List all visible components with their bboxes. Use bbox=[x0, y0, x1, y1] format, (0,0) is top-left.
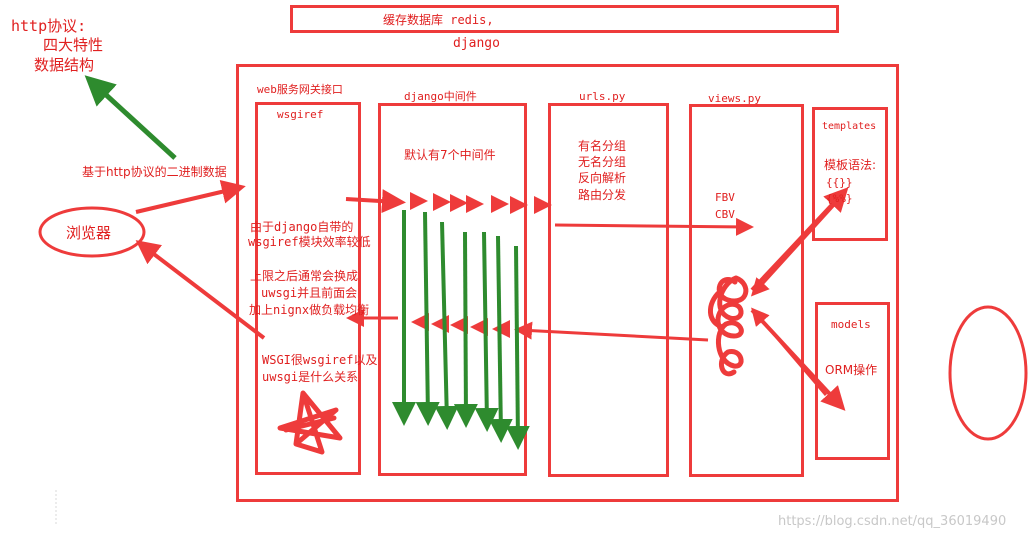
top-note-line2: django bbox=[453, 36, 500, 51]
wsgi-note3-line1: WSGI很wsgiref以及 bbox=[262, 353, 378, 367]
top-note-line1: 缓存数据库 redis, bbox=[383, 13, 494, 27]
wsgi-note2-line3: 加上nignx做负载均衡 bbox=[249, 303, 370, 317]
urls-line-1: 无名分组 bbox=[578, 155, 627, 169]
templates-syntax-1: {{}} bbox=[826, 176, 853, 189]
wsgi-header: web服务网关接口 bbox=[257, 83, 343, 96]
views-box bbox=[689, 104, 804, 477]
green-arrow-http bbox=[84, 75, 177, 160]
models-orm: ORM操作 bbox=[825, 363, 878, 377]
arrow-views-to-middleware bbox=[514, 321, 709, 342]
middleware-header: django中间件 bbox=[404, 90, 477, 103]
wsgi-title: wsgiref bbox=[277, 108, 324, 121]
arrow-browser-to-wsgi bbox=[135, 179, 246, 214]
middleware-note: 默认有7个中间件 bbox=[404, 148, 496, 162]
urls-line-0: 有名分组 bbox=[578, 139, 627, 153]
server-outer-box bbox=[236, 64, 899, 502]
templates-syntax-label: 模板语法: bbox=[824, 158, 877, 172]
http-note-title: http协议: bbox=[11, 17, 87, 35]
wsgi-note2-line1: 上限之后通常会换成 bbox=[250, 269, 359, 283]
http-note-line1: 四大特性 bbox=[43, 36, 104, 54]
arrow-urls-to-views bbox=[554, 217, 754, 236]
templates-title: templates bbox=[822, 121, 877, 132]
wsgi-star-scribble bbox=[277, 390, 343, 455]
middleware-green-arrows bbox=[392, 210, 530, 450]
browser-ellipse bbox=[38, 206, 146, 258]
urls-box bbox=[548, 103, 669, 477]
http-note-line2: 数据结构 bbox=[34, 56, 95, 74]
arrow-templates-to-views bbox=[750, 203, 836, 297]
wsgi-note1-line2: wsgiref模块效率较低 bbox=[248, 235, 371, 249]
models-title: models bbox=[831, 318, 871, 331]
middleware-box bbox=[378, 103, 527, 476]
top-note-box bbox=[290, 5, 839, 33]
views-line-fbv: FBV bbox=[715, 191, 735, 204]
templates-syntax-2: {%%} bbox=[826, 192, 853, 205]
arrow-wsgi-to-browser bbox=[135, 240, 266, 340]
wsgi-note1-line1: 由于django自带的 bbox=[250, 220, 354, 234]
arrow-models-to-views bbox=[751, 307, 828, 396]
arrow-wsgi-to-middleware bbox=[345, 189, 406, 214]
arrow-views-to-templates bbox=[750, 187, 849, 292]
views-header: views.py bbox=[708, 92, 761, 105]
wsgi-box bbox=[255, 102, 361, 475]
middleware-request-arrows bbox=[410, 192, 552, 214]
urls-header: urls.py bbox=[579, 90, 626, 103]
urls-line-2: 反向解析 bbox=[578, 171, 627, 185]
watermark: https://blog.csdn.net/qq_36019490 bbox=[778, 514, 1007, 529]
middleware-response-arrows bbox=[411, 313, 510, 338]
urls-line-3: 路由分发 bbox=[578, 188, 627, 202]
views-scribble bbox=[708, 275, 749, 377]
browser-label: 浏览器 bbox=[66, 224, 112, 242]
templates-box bbox=[812, 107, 888, 241]
views-line-cbv: CBV bbox=[715, 208, 735, 221]
wsgi-note2-line2: uwsgi并且前面会 bbox=[261, 286, 358, 300]
arrow-note: 基于http协议的二进制数据 bbox=[82, 165, 227, 179]
wsgi-note3-line2: uwsgi是什么关系 bbox=[262, 370, 359, 384]
right-ellipse bbox=[948, 305, 1028, 441]
